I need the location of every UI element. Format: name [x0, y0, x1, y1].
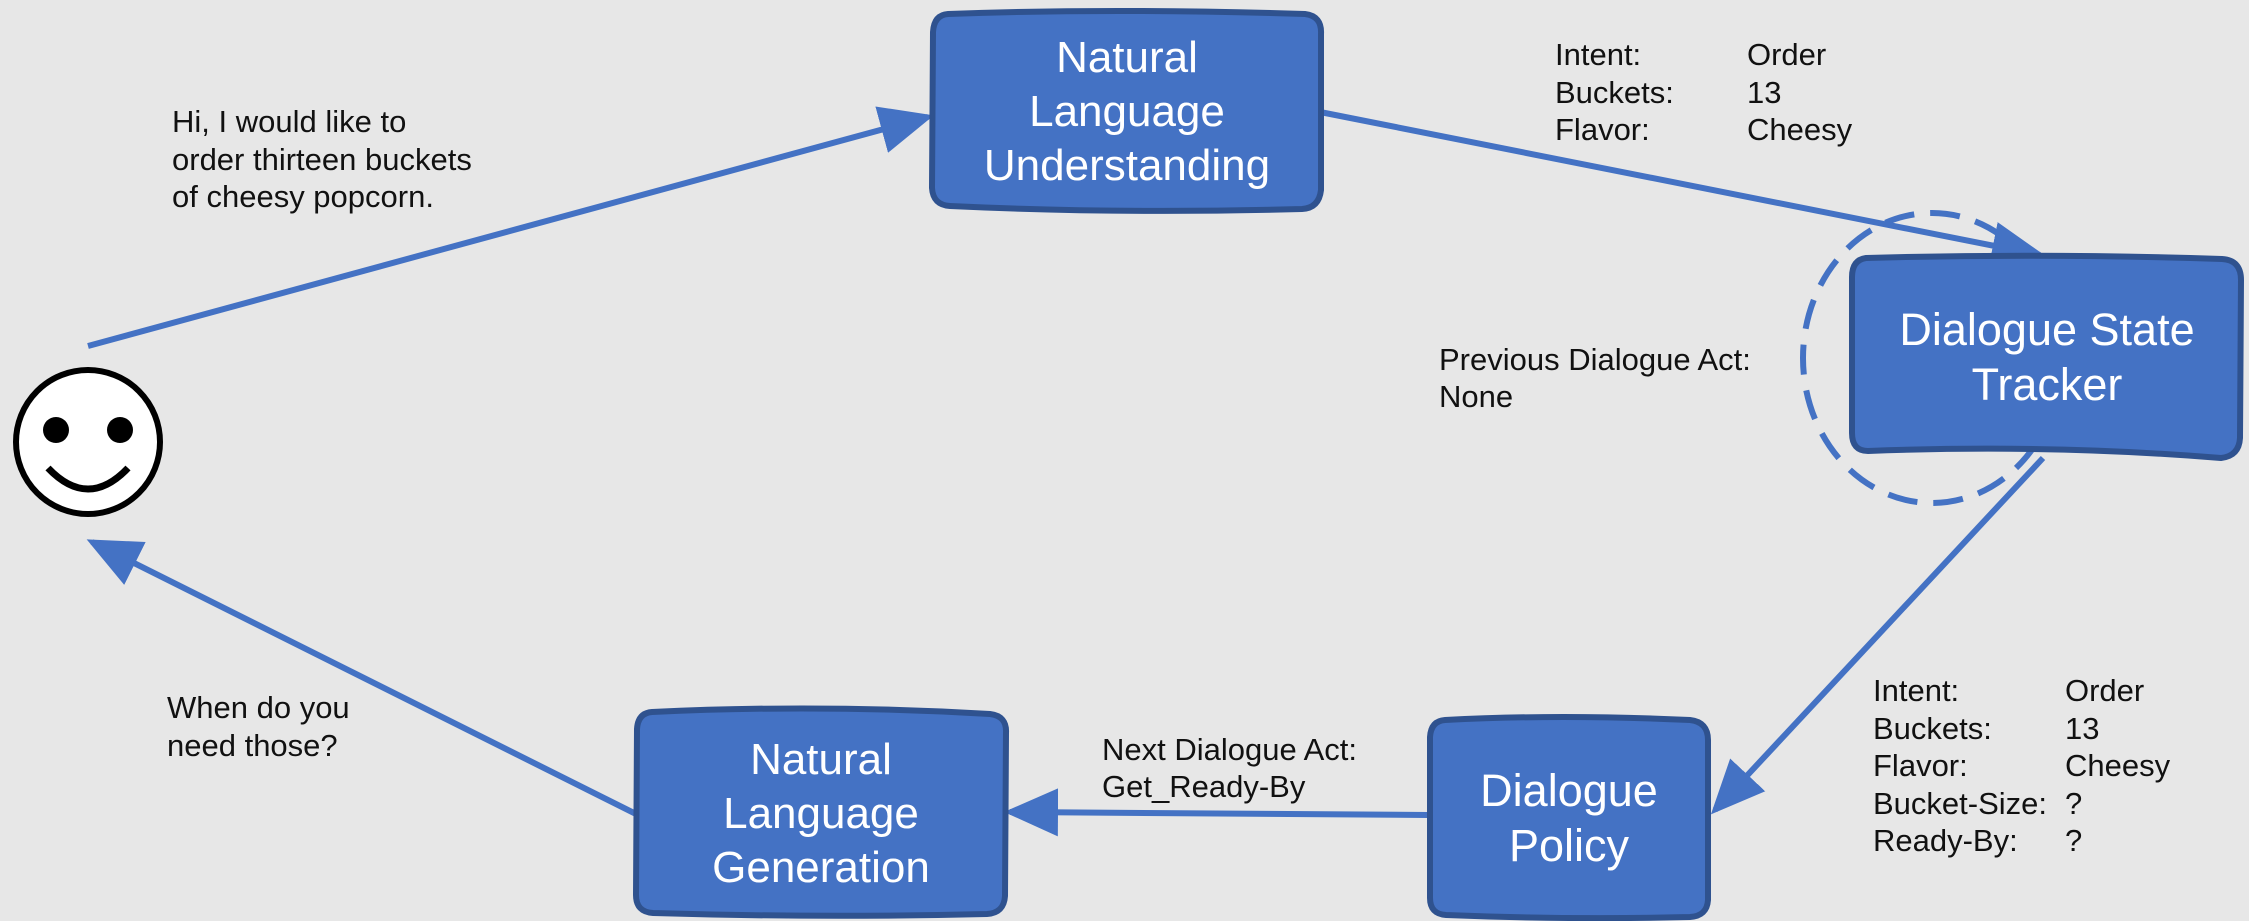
nlu-output-row: Flavor: Cheesy: [1555, 111, 1852, 149]
state-output-row: Buckets: 13: [1873, 710, 2170, 748]
slot-value: Cheesy: [1747, 112, 1853, 147]
state-output-row: Bucket-Size: ?: [1873, 785, 2170, 823]
slot-key: Ready-By:: [1873, 823, 2018, 858]
nlu-output-row: Buckets: 13: [1555, 74, 1852, 112]
slot-key: Intent:: [1555, 37, 1642, 72]
next-act-value: Get_Ready-By: [1102, 769, 1306, 804]
slot-value: ?: [2065, 785, 2083, 821]
dst-label: Dialogue State Tracker: [1899, 304, 2195, 410]
slot-key: Flavor:: [1555, 112, 1650, 147]
policy-label: Dialogue Policy: [1480, 765, 1658, 871]
smiley-face-icon: [13, 367, 163, 517]
slot-key: Intent:: [1873, 673, 1960, 708]
slot-value: Order: [2065, 673, 2145, 708]
user-utterance: Hi, I would like to order thirteen bucke…: [172, 104, 472, 214]
state-output-row: Ready-By: ?: [1873, 822, 2170, 860]
state-output-row: Intent: Order: [1873, 672, 2170, 710]
slot-key: Buckets:: [1873, 710, 1992, 746]
nlg-box: [632, 705, 1010, 919]
system-utterance: When do you need those?: [167, 690, 350, 763]
next-act-label: Next Dialogue Act:: [1102, 732, 1358, 767]
arrow-policy-to-nlg: [1004, 788, 1429, 837]
slot-key: Flavor:: [1873, 748, 1968, 783]
policy-box: [1427, 714, 1711, 921]
previous-act-value: None: [1439, 379, 1514, 414]
nlu-box: [928, 8, 1325, 214]
slot-value: 13: [2065, 710, 2100, 746]
previous-act-label: Previous Dialogue Act:: [1439, 342, 1751, 377]
slot-value: Order: [1747, 37, 1827, 72]
nlu-output-row: Intent: Order: [1555, 36, 1852, 74]
nlu-output: Intent: Order Buckets: 13 Flavor: Cheesy: [1555, 36, 1852, 149]
slot-key: Bucket-Size:: [1873, 785, 2048, 821]
state-output: Intent: Order Buckets: 13 Flavor: Cheesy…: [1873, 672, 2170, 860]
arrow-nlu-to-dst: [1319, 109, 2046, 270]
dst-box: [1849, 252, 2245, 462]
slot-value: ?: [2065, 823, 2083, 858]
nlu-label: Natural Language Understanding: [983, 33, 1271, 190]
slot-value: 13: [1747, 74, 1782, 110]
arrow-user-to-nlu: [87, 106, 934, 349]
arrow-dst-to-policy: [1710, 455, 2046, 815]
slot-key: Buckets:: [1555, 74, 1674, 110]
nlg-label: Natural Language Generation: [712, 735, 930, 892]
state-output-row: Flavor: Cheesy: [1873, 747, 2170, 785]
slot-value: Cheesy: [2065, 748, 2171, 783]
arrow-nlg-to-user: [86, 539, 640, 818]
